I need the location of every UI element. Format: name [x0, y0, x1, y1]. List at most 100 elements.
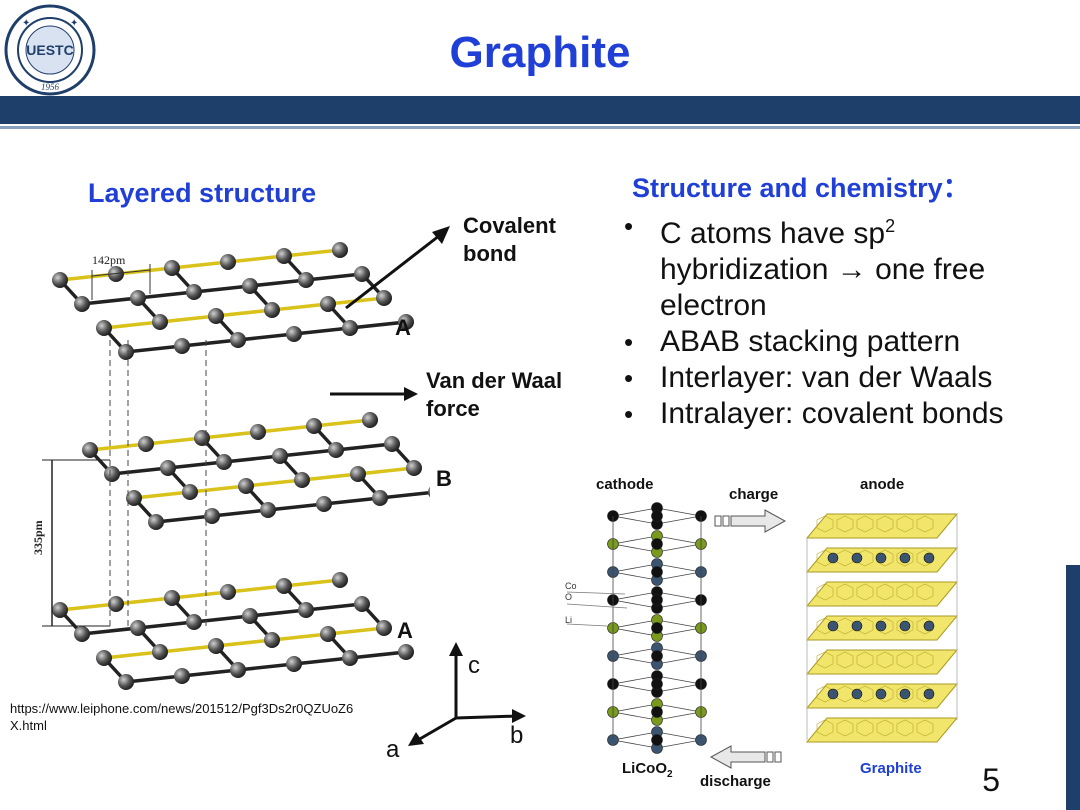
carbon-atom	[276, 248, 292, 264]
li-ion	[899, 620, 911, 632]
dim-142-label: 142pm	[92, 253, 126, 267]
logo-year: 1956	[41, 82, 60, 92]
logo-text: UESTC	[26, 42, 73, 58]
carbon-atom	[138, 436, 154, 452]
carbon-atom	[186, 284, 202, 300]
li-ion	[875, 620, 887, 632]
carbon-atom	[238, 478, 254, 494]
carbon-atom	[398, 644, 414, 660]
carbon-atom	[384, 436, 400, 452]
li-ion	[827, 688, 839, 700]
svg-text:✦: ✦	[22, 18, 30, 29]
li-ion	[923, 688, 935, 700]
carbon-atom	[52, 602, 68, 618]
carbon-atom	[376, 620, 392, 636]
list-item: ABAB stacking pattern	[620, 324, 1070, 360]
graphite-label: Graphite	[860, 760, 922, 777]
carbon-atom	[372, 490, 388, 506]
li-ion	[851, 620, 863, 632]
discharge-arrow-icon	[709, 745, 782, 769]
carbon-atom	[286, 326, 302, 342]
graphite-layer	[52, 572, 414, 690]
carbon-atom	[148, 514, 164, 530]
carbon-atom	[108, 596, 124, 612]
structure-chemistry-heading: Structure and chemistry：	[632, 173, 970, 203]
carbon-atom	[264, 632, 280, 648]
carbon-atom	[306, 418, 322, 434]
carbon-atom	[242, 608, 258, 624]
layered-structure-heading: Layered structure	[88, 178, 317, 208]
carbon-atom	[320, 626, 336, 642]
carbon-atom	[316, 496, 332, 512]
carbon-atom	[220, 584, 236, 600]
carbon-atom	[230, 662, 246, 678]
axis-a-label: a	[386, 736, 400, 763]
anode-label: anode	[860, 476, 905, 493]
carbon-atom	[208, 638, 224, 654]
carbon-atom	[96, 320, 112, 336]
carbon-atom	[362, 412, 378, 428]
carbon-atom	[242, 278, 258, 294]
axis-diagram	[408, 642, 526, 746]
carbon-atom	[160, 460, 176, 476]
battery-diagram	[566, 502, 959, 769]
axis-b-label: b	[510, 722, 524, 749]
li-ion	[899, 552, 911, 564]
carbon-atom	[82, 442, 98, 458]
carbon-atom	[74, 296, 90, 312]
carbon-atom	[182, 484, 198, 500]
carbon-atom	[126, 490, 142, 506]
carbon-atom	[152, 644, 168, 660]
carbon-atom	[118, 674, 134, 690]
axis-b-arrow-icon	[512, 709, 526, 723]
carbon-atom	[428, 486, 430, 498]
carbon-atom	[250, 424, 266, 440]
carbon-atom	[342, 320, 358, 336]
carbon-atom	[164, 260, 180, 276]
li-ion	[875, 688, 887, 700]
carbon-atom	[332, 572, 348, 588]
carbon-atom	[208, 308, 224, 324]
graphite-anode-stack	[805, 513, 959, 743]
layer-a-bottom-label: A	[397, 618, 413, 643]
carbon-atom	[298, 272, 314, 288]
carbon-atom	[272, 448, 288, 464]
carbon-atom	[164, 590, 180, 606]
vdw-arrow-icon	[404, 387, 418, 401]
list-item: Intralayer: covalent bonds	[620, 396, 1070, 432]
carbon-atom	[354, 266, 370, 282]
layer-b-label: B	[436, 466, 452, 491]
carbon-atom	[332, 242, 348, 258]
side-accent-bar	[1066, 565, 1080, 810]
university-logo: UESTC 1956 ✦ ✦	[4, 4, 96, 96]
source-url[interactable]: https://www.leiphone.com/news/201512/Pgf…	[10, 701, 354, 733]
carbon-atom	[174, 338, 190, 354]
li-ion	[875, 552, 887, 564]
carbon-atom	[152, 314, 168, 330]
carbon-atom	[130, 620, 146, 636]
axis-a-arrow-icon	[408, 732, 424, 746]
carbon-atom	[174, 668, 190, 684]
li-ion	[923, 552, 935, 564]
carbon-atom	[398, 314, 414, 330]
carbon-atom	[328, 442, 344, 458]
dim-335-label: 335pm	[31, 520, 45, 555]
covalent-bond-label: Covalent bond	[463, 213, 556, 266]
carbon-atom	[230, 332, 246, 348]
carbon-atom	[350, 466, 366, 482]
carbon-atom	[74, 626, 90, 642]
carbon-atom	[194, 430, 210, 446]
carbon-atom	[276, 578, 292, 594]
page-number: 5	[982, 762, 1000, 798]
licoo2-structure	[607, 502, 707, 754]
carbon-atom	[286, 656, 302, 672]
carbon-atom	[294, 472, 310, 488]
li-ion	[851, 688, 863, 700]
carbon-atom	[216, 454, 232, 470]
list-item: Interlayer: van der Waals	[620, 360, 1070, 396]
li-label: Li	[565, 615, 573, 625]
carbon-atom	[104, 466, 120, 482]
li-ion	[923, 620, 935, 632]
logo-seal-icon: UESTC 1956 ✦ ✦	[4, 4, 96, 96]
o-label: O	[565, 592, 573, 602]
